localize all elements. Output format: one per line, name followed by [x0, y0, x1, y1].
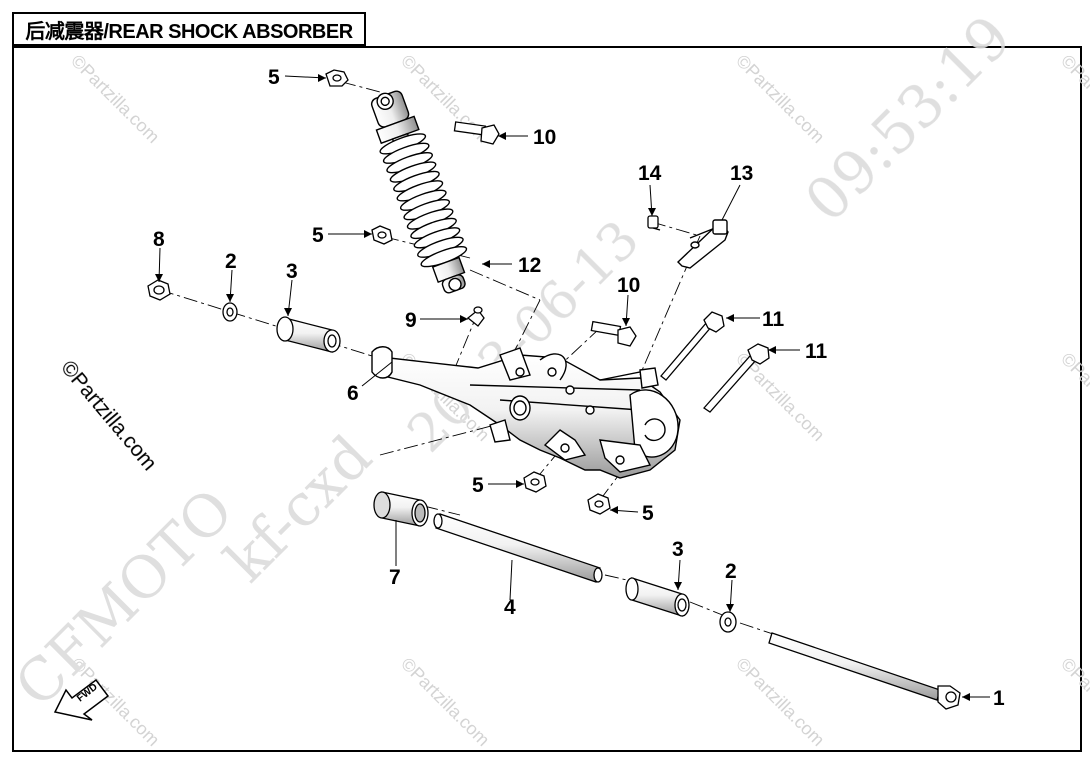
callout-5: 5	[642, 502, 654, 525]
swing-arm	[370, 346, 681, 479]
callout-labels: 5 10 14 13 5 12 8 2 3 9 10 11 11 6 5 5 7…	[153, 66, 1005, 710]
nut-5-top	[325, 69, 349, 87]
callout-2: 2	[725, 560, 737, 583]
bolt-14	[647, 215, 661, 231]
shock-absorber	[370, 90, 468, 294]
time-watermark: 09:53:19	[792, 3, 1024, 235]
bolt-10-lower	[590, 320, 637, 347]
callout-11: 11	[805, 340, 828, 363]
washer-2-right	[719, 611, 737, 633]
washer-2-left	[222, 302, 238, 322]
callout-3: 3	[672, 538, 684, 561]
partzilla-watermark: ©Partzilla.com	[1057, 654, 1090, 750]
partzilla-copyright: ©Partzilla.com	[56, 356, 161, 475]
callout-4: 4	[504, 596, 516, 619]
grease-nipple-9	[466, 306, 485, 327]
callout-8: 8	[153, 228, 165, 251]
nut-5-mid	[371, 225, 393, 245]
callout-3: 3	[286, 260, 298, 283]
diagram-frame	[12, 46, 1082, 752]
bolt-11-b	[703, 343, 770, 413]
callout-12: 12	[518, 254, 541, 277]
partzilla-watermark: ©Partzilla.com	[397, 654, 493, 750]
callout-1: 1	[993, 687, 1005, 710]
bushing-3-right	[625, 577, 690, 617]
cfmoto-watermark: CFMOTO	[2, 475, 247, 720]
callout-10: 10	[617, 274, 640, 297]
callout-7: 7	[389, 566, 401, 589]
partzilla-watermark: ©Partzilla.com	[67, 51, 163, 147]
nut-5-lower-right	[587, 493, 611, 515]
bushing-3-left	[276, 316, 341, 353]
page-title: 后减震器/REAR SHOCK ABSORBER	[25, 20, 353, 43]
nut-5-lower-left	[523, 471, 547, 493]
bolt-11-a	[660, 311, 725, 381]
partzilla-watermark: ©Partzilla.com	[732, 51, 828, 147]
collar-tube-4	[433, 513, 603, 583]
bolt-10-upper	[453, 121, 500, 145]
partzilla-watermark: ©Partzilla.com	[732, 654, 828, 750]
callout-14: 14	[638, 162, 662, 185]
bracket	[676, 219, 729, 269]
needle-bearing-7	[373, 491, 429, 527]
callout-13: 13	[730, 162, 753, 185]
partzilla-watermark: ©Partzilla.com	[1057, 349, 1090, 445]
leader-arrows	[155, 74, 970, 701]
callout-2: 2	[225, 250, 237, 273]
callout-5: 5	[312, 224, 324, 247]
callout-11: 11	[762, 308, 785, 331]
partzilla-watermark: ©Partzilla.com	[1057, 51, 1090, 147]
title-box: 后减震器/REAR SHOCK ABSORBER	[12, 12, 366, 46]
callout-10: 10	[533, 126, 556, 149]
callout-9: 9	[405, 309, 417, 332]
code-watermark: kf-cxd	[212, 422, 385, 595]
nut-8	[147, 279, 171, 301]
pivot-bolt-1	[768, 632, 961, 710]
callout-5: 5	[268, 66, 280, 89]
callout-5: 5	[472, 474, 484, 497]
callout-6: 6	[347, 382, 359, 405]
